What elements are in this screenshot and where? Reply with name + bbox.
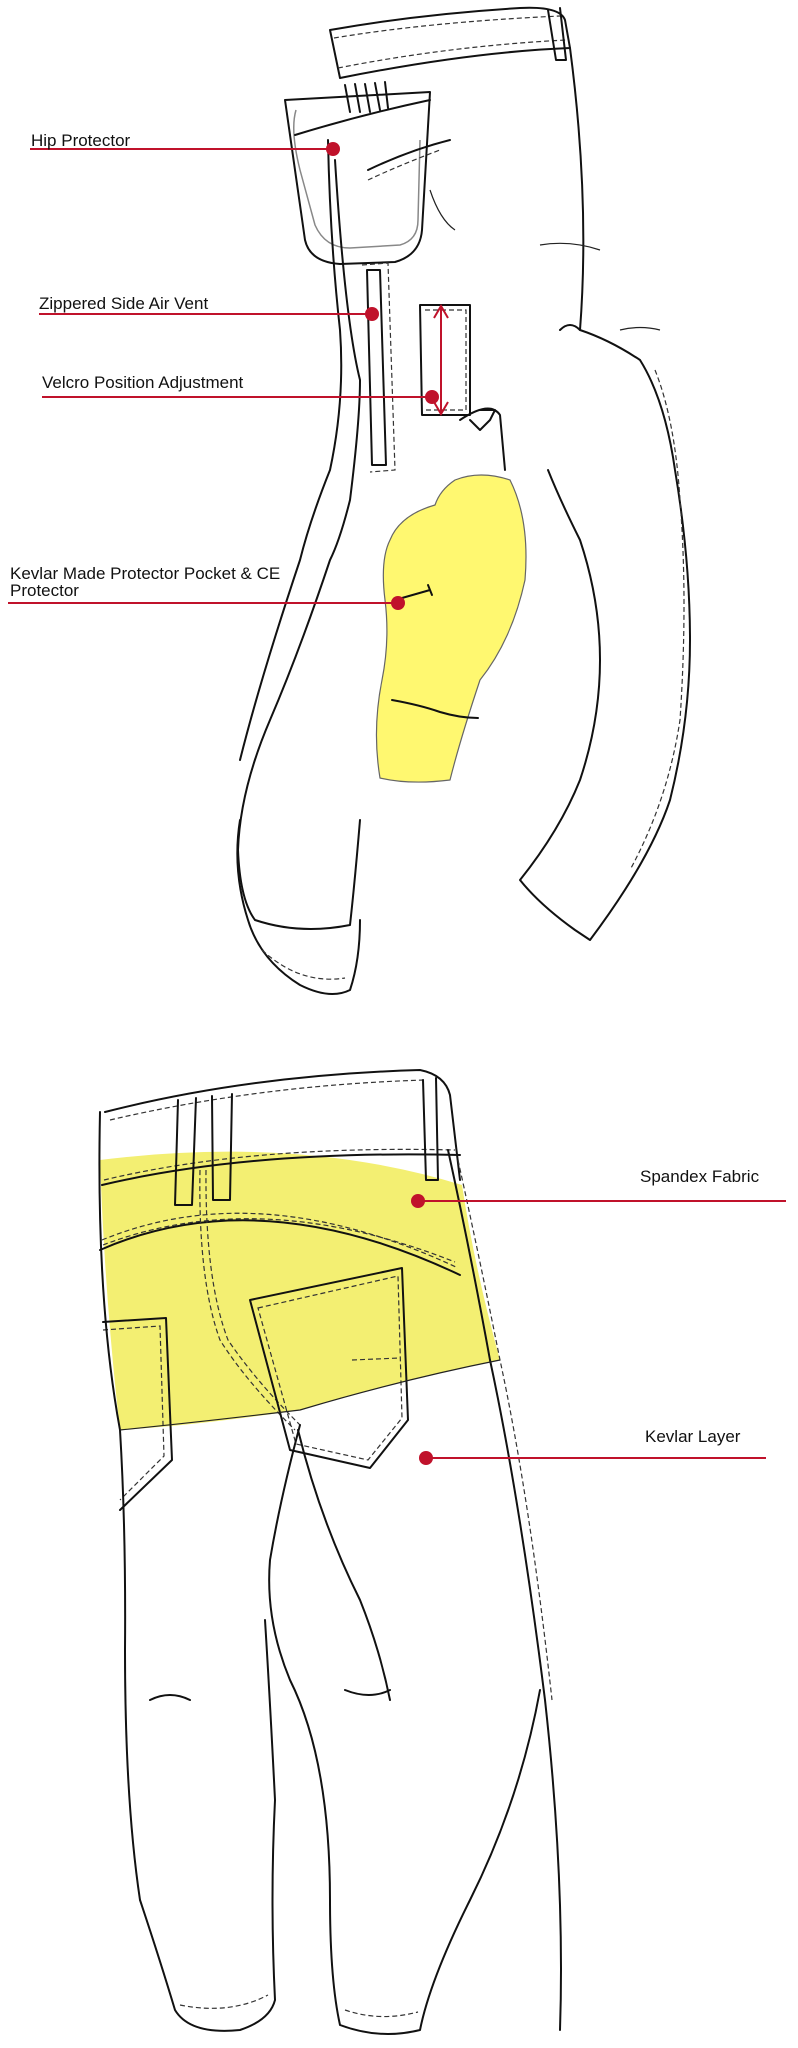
front-pants-drawing — [236, 6, 691, 995]
knee-protector-marker — [391, 596, 405, 610]
knee-protector-fill — [375, 474, 527, 783]
spandex-marker — [411, 1194, 425, 1208]
hip-protector-marker — [326, 142, 340, 156]
back-pants-drawing — [98, 1069, 562, 2035]
callout-kevlar-protector-pocket: Kevlar Made Protector Pocket & CE Protec… — [10, 564, 281, 600]
velcro-marker — [425, 390, 439, 404]
callout-lines — [8, 142, 786, 1465]
kevlar-layer-marker — [419, 1451, 433, 1465]
callout-spandex-fabric: Spandex Fabric — [640, 1167, 760, 1186]
callout-velcro-position-adjustment: Velcro Position Adjustment — [42, 373, 244, 392]
callout-kevlar-layer: Kevlar Layer — [645, 1427, 741, 1446]
air-vent-marker — [365, 307, 379, 321]
callout-zippered-side-air-vent: Zippered Side Air Vent — [39, 294, 209, 313]
kevlar-layer-fill — [100, 1151, 500, 1430]
callout-hip-protector: Hip Protector — [31, 131, 131, 150]
